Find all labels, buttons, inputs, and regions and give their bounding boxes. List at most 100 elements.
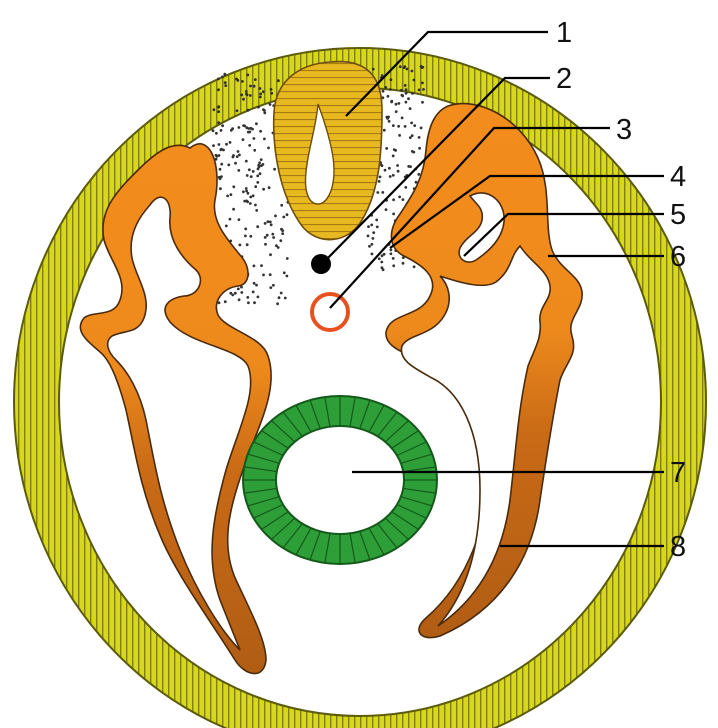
- mesenchyme-dot: [249, 196, 252, 199]
- mesenchyme-dot: [406, 68, 409, 71]
- mesenchyme-dot: [259, 172, 262, 175]
- mesenchyme-dot: [376, 226, 379, 229]
- mesenchyme-dot: [398, 196, 401, 199]
- mesenchyme-dot: [407, 165, 410, 168]
- mesenchyme-dot: [384, 86, 387, 89]
- mesenchyme-dot: [220, 129, 223, 132]
- mesenchyme-dot: [219, 148, 222, 151]
- label-2: 2: [556, 63, 572, 95]
- mesenchyme-dot: [370, 224, 373, 227]
- mesenchyme-dot: [230, 193, 233, 196]
- mesenchyme-dot: [280, 204, 283, 207]
- mesenchyme-dot: [402, 262, 405, 265]
- mesenchyme-dot: [236, 109, 239, 112]
- mesenchyme-dot: [402, 198, 405, 201]
- mesenchyme-dot: [272, 236, 275, 239]
- mesenchyme-dot: [224, 300, 227, 303]
- mesenchyme-dot: [381, 254, 384, 257]
- mesenchyme-dot: [267, 220, 270, 223]
- mesenchyme-dot: [227, 164, 230, 167]
- mesenchyme-dot: [254, 78, 257, 81]
- mesenchyme-dot: [236, 155, 239, 158]
- mesenchyme-dot: [418, 89, 421, 92]
- mesenchyme-dot: [257, 106, 260, 109]
- mesenchyme-dot: [421, 101, 424, 104]
- mesenchyme-dot: [253, 265, 256, 268]
- mesenchyme-dot: [229, 218, 232, 221]
- mesenchyme-dot: [411, 70, 414, 73]
- mesenchyme-dot: [243, 125, 246, 128]
- mesenchyme-dot: [247, 301, 250, 304]
- mesenchyme-dot: [418, 147, 421, 150]
- mesenchyme-dot: [395, 103, 398, 106]
- label-7: 7: [670, 457, 686, 489]
- mesenchyme-dot: [220, 163, 223, 166]
- mesenchyme-dot: [232, 154, 235, 157]
- mesenchyme-dot: [405, 92, 408, 95]
- mesenchyme-dot: [262, 90, 265, 93]
- mesenchyme-dot: [215, 154, 218, 157]
- label-5: 5: [670, 199, 686, 231]
- mesenchyme-dot: [245, 187, 248, 190]
- mesenchyme-dot: [413, 79, 416, 82]
- mesenchyme-dot: [229, 292, 232, 295]
- mesenchyme-dot: [270, 88, 273, 91]
- mesenchyme-dot: [274, 215, 277, 218]
- mesenchyme-dot: [268, 186, 271, 189]
- mesenchyme-dot: [259, 93, 262, 96]
- mesenchyme-dot: [225, 143, 228, 146]
- mesenchyme-dot: [253, 137, 256, 140]
- mesenchyme-dot: [405, 101, 408, 104]
- mesenchyme-dot: [385, 147, 388, 150]
- mesenchyme-dot: [397, 125, 400, 128]
- mesenchyme-dot: [422, 88, 425, 91]
- dorsal-aorta: [312, 294, 348, 330]
- mesenchyme-dot: [218, 154, 221, 157]
- mesenchyme-dot: [392, 213, 395, 216]
- mesenchyme-dot: [259, 96, 262, 99]
- mesenchyme-dot: [264, 243, 267, 246]
- mesenchyme-dot: [418, 136, 421, 139]
- mesenchyme-dot: [252, 194, 255, 197]
- mesenchyme-dot: [232, 185, 235, 188]
- label-6: 6: [670, 241, 686, 273]
- gut-tube: [243, 396, 437, 564]
- mesenchyme-dot: [390, 252, 393, 255]
- mesenchyme-dot: [259, 130, 262, 133]
- mesenchyme-dot: [245, 160, 248, 163]
- mesenchyme-dot: [236, 79, 239, 82]
- mesenchyme-dot: [249, 202, 252, 205]
- mesenchyme-dot: [257, 164, 260, 167]
- mesenchyme-dot: [389, 88, 392, 91]
- mesenchyme-dot: [386, 117, 389, 120]
- mesenchyme-dot: [413, 265, 416, 268]
- mesenchyme-dot: [277, 79, 280, 82]
- mesenchyme-dot: [390, 78, 393, 81]
- mesenchyme-dot: [284, 297, 287, 300]
- mesenchyme-dot: [218, 143, 221, 146]
- mesenchyme-dot: [380, 261, 383, 264]
- mesenchyme-dot: [249, 85, 252, 88]
- mesenchyme-dot: [381, 266, 384, 269]
- mesenchyme-dot: [282, 216, 285, 219]
- mesenchyme-dot: [212, 129, 215, 132]
- mesenchyme-dot: [264, 236, 267, 239]
- mesenchyme-dot: [254, 204, 257, 207]
- mesenchyme-dot: [238, 126, 241, 129]
- mesenchyme-dot: [238, 154, 241, 157]
- mesenchyme-dot: [263, 138, 266, 141]
- mesenchyme-dot: [266, 234, 269, 237]
- mesenchyme-dot: [217, 78, 220, 81]
- mesenchyme-dot: [270, 92, 273, 95]
- mesenchyme-dot: [378, 180, 381, 183]
- mesenchyme-dot: [392, 198, 395, 201]
- mesenchyme-dot: [245, 90, 248, 93]
- mesenchyme-dot: [256, 175, 259, 178]
- mesenchyme-dot: [381, 191, 384, 194]
- mesenchyme-dot: [232, 208, 235, 211]
- mesenchyme-dot: [251, 128, 254, 131]
- mesenchyme-dot: [269, 286, 272, 289]
- mesenchyme-dot: [221, 76, 224, 79]
- mesenchyme-dot: [218, 176, 221, 179]
